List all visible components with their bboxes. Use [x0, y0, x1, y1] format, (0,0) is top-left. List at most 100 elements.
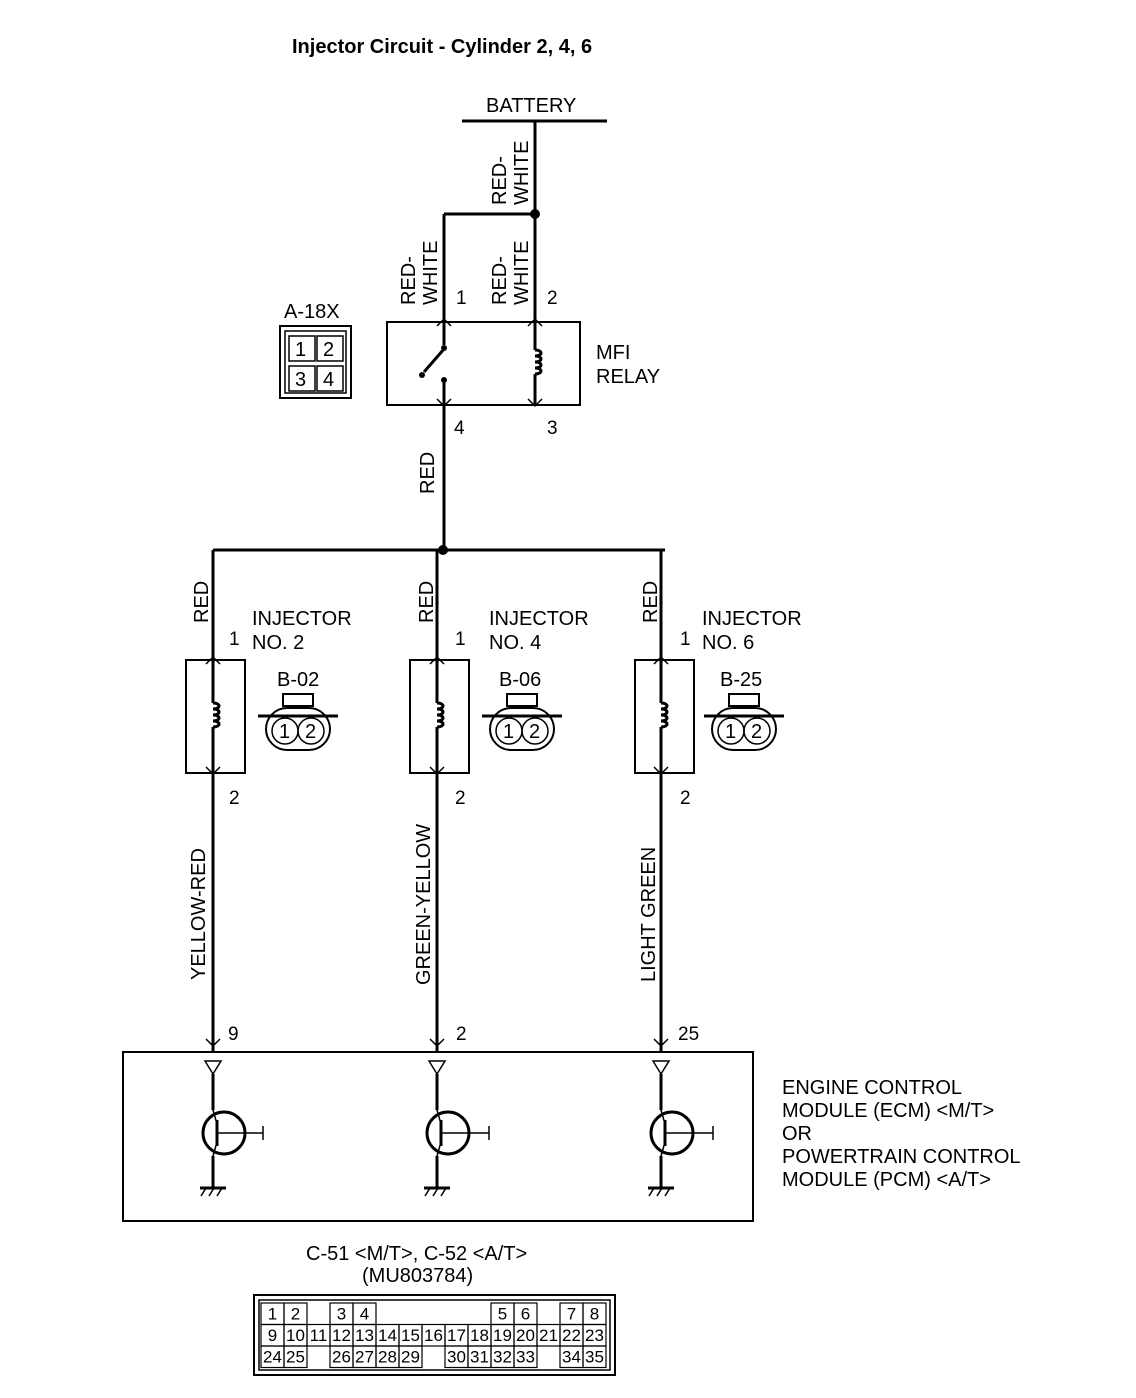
- ecm-connector-cell-label: 3: [337, 1305, 346, 1324]
- svg-text:ENGINE CONTROL: ENGINE CONTROL: [782, 1077, 962, 1099]
- svg-text:B-06: B-06: [499, 669, 541, 691]
- ecm-connector-cell: [398, 1345, 423, 1369]
- ecm-connector-cell-label: 27: [355, 1348, 374, 1367]
- relay-switch-icon: [419, 322, 447, 405]
- svg-text:RED: RED: [640, 581, 662, 623]
- svg-text:2: 2: [229, 788, 240, 809]
- wire-color-relay-out: RED: [417, 452, 439, 494]
- ecm-connector-cell-label: 28: [378, 1348, 397, 1367]
- ecm-connector-cell-label: 10: [286, 1326, 305, 1345]
- diagram-title: Injector Circuit - Cylinder 2, 4, 6: [292, 36, 592, 58]
- svg-text:B-25: B-25: [720, 669, 762, 691]
- injector-no4: RED 1 INJECTOR NO. 4 2 GREEN-YELLOW 2: [409, 550, 589, 1052]
- relay-pin-4: 4: [454, 418, 465, 439]
- ecm-connector-cell-label: 30: [447, 1348, 466, 1367]
- svg-text:RED-: RED-: [489, 256, 511, 305]
- ecm-connector-cell-label: 33: [516, 1348, 535, 1367]
- svg-text:9: 9: [228, 1024, 239, 1045]
- ecm-connector-cell-label: 24: [263, 1348, 282, 1367]
- ecm-connector-cell-label: 14: [378, 1326, 397, 1345]
- ecm-connector-cell-label: 15: [401, 1326, 420, 1345]
- svg-text:OR: OR: [782, 1123, 812, 1145]
- svg-text:2: 2: [305, 721, 316, 743]
- ecm-connector-cell: [283, 1345, 308, 1369]
- relay-pin-1: 1: [456, 288, 467, 309]
- ecm-connector-cell-label: 34: [562, 1348, 581, 1367]
- ecm-connector-cell-label: 11: [310, 1326, 328, 1345]
- svg-text:INJECTOR: INJECTOR: [252, 608, 352, 630]
- ecm-connector-outline: [253, 1294, 616, 1376]
- ecm-connector-cell-label: 12: [332, 1326, 351, 1345]
- svg-text:WHITE: WHITE: [420, 241, 442, 305]
- svg-text:1: 1: [279, 721, 290, 743]
- ecm-connector-cell-label: 22: [562, 1326, 581, 1345]
- relay-label-line1: MFI: [596, 342, 630, 364]
- svg-text:2: 2: [529, 721, 540, 743]
- ecm-connector-part-number: (MU803784): [362, 1265, 473, 1287]
- ecm-connector-cell: [582, 1345, 607, 1369]
- ecm-connector-cell-label: 31: [470, 1348, 489, 1367]
- relay-coil-icon: [533, 322, 543, 405]
- svg-text:WHITE: WHITE: [511, 141, 533, 205]
- ecm-driver-transistor-2: [424, 1060, 490, 1197]
- svg-text:4: 4: [323, 369, 334, 391]
- ecm-box: [122, 1051, 754, 1222]
- ecm-connector-title: C-51 <M/T>, C-52 <A/T>: [306, 1243, 527, 1265]
- svg-text:1: 1: [295, 339, 306, 361]
- svg-text:RED: RED: [416, 581, 438, 623]
- ecm-connector-cell-label: 19: [493, 1326, 512, 1345]
- svg-text:2: 2: [680, 788, 691, 809]
- battery-label: BATTERY: [486, 95, 576, 117]
- ecm-connector-cell-label: 32: [493, 1348, 512, 1367]
- ecm-connector-cell-label: 20: [516, 1326, 535, 1345]
- ecm-connector-cell-label: 25: [286, 1348, 305, 1367]
- svg-text:MODULE (PCM) <A/T>: MODULE (PCM) <A/T>: [782, 1169, 991, 1191]
- ecm-connector-cell-label: 7: [567, 1305, 576, 1324]
- svg-text:2: 2: [456, 1024, 467, 1045]
- svg-text:1: 1: [503, 721, 514, 743]
- svg-text:RED-: RED-: [398, 256, 420, 305]
- svg-text:YELLOW-RED: YELLOW-RED: [188, 848, 210, 980]
- ecm-connector-cell-label: 5: [498, 1305, 507, 1324]
- ecm-connector-cell-label: 2: [291, 1305, 300, 1324]
- svg-text:1: 1: [680, 629, 691, 650]
- ecm-connector-cell-label: 4: [360, 1305, 369, 1324]
- svg-text:1: 1: [725, 721, 736, 743]
- svg-text:B-02: B-02: [277, 669, 319, 691]
- mfi-relay-box: [386, 321, 581, 406]
- injector-no4-connector: B-06 1 2: [482, 669, 562, 751]
- ecm-connector-cell-label: 16: [424, 1326, 443, 1345]
- ecm-driver-transistor-1: [200, 1060, 264, 1197]
- relay-connector-id: A-18X: [284, 301, 340, 323]
- ecm-connector-cell-label: 29: [401, 1348, 420, 1367]
- ecm-connector-cell-label: 1: [268, 1305, 277, 1324]
- ecm-connector-cell-label: 17: [447, 1326, 466, 1345]
- ecm-connector-cell-label: 23: [585, 1326, 604, 1345]
- relay-pin-3: 3: [547, 418, 558, 439]
- svg-text:GREEN-YELLOW: GREEN-YELLOW: [413, 824, 435, 985]
- svg-text:1: 1: [455, 629, 466, 650]
- ecm-connector-cell-label: 8: [590, 1305, 599, 1324]
- injector-no6: RED 1 INJECTOR NO. 6 2 LIGHT GREEN 25: [634, 548, 802, 1052]
- svg-text:WHITE: WHITE: [511, 241, 533, 305]
- svg-text:RED: RED: [191, 581, 213, 623]
- ecm-connector-cell-label: 35: [585, 1348, 604, 1367]
- relay-connector-face: 1 2 3 4: [279, 325, 352, 399]
- ecm-connector-cell-label: 9: [268, 1326, 277, 1345]
- svg-text:1: 1: [229, 629, 240, 650]
- svg-text:INJECTOR: INJECTOR: [489, 608, 589, 630]
- relay-pin-2: 2: [547, 288, 558, 309]
- ecm-connector-cell-label: 18: [470, 1326, 489, 1345]
- injector-no6-connector: B-25 1 2: [704, 669, 784, 751]
- relay-label-line2: RELAY: [596, 366, 660, 388]
- svg-text:LIGHT GREEN: LIGHT GREEN: [638, 847, 660, 982]
- svg-text:NO. 2: NO. 2: [252, 632, 304, 654]
- svg-text:2: 2: [751, 721, 762, 743]
- svg-text:RED-: RED-: [489, 156, 511, 205]
- svg-text:25: 25: [678, 1024, 699, 1045]
- svg-text:NO. 4: NO. 4: [489, 632, 541, 654]
- injector-no2-connector: B-02 1 2: [258, 669, 338, 751]
- svg-text:2: 2: [455, 788, 466, 809]
- svg-text:2: 2: [323, 339, 334, 361]
